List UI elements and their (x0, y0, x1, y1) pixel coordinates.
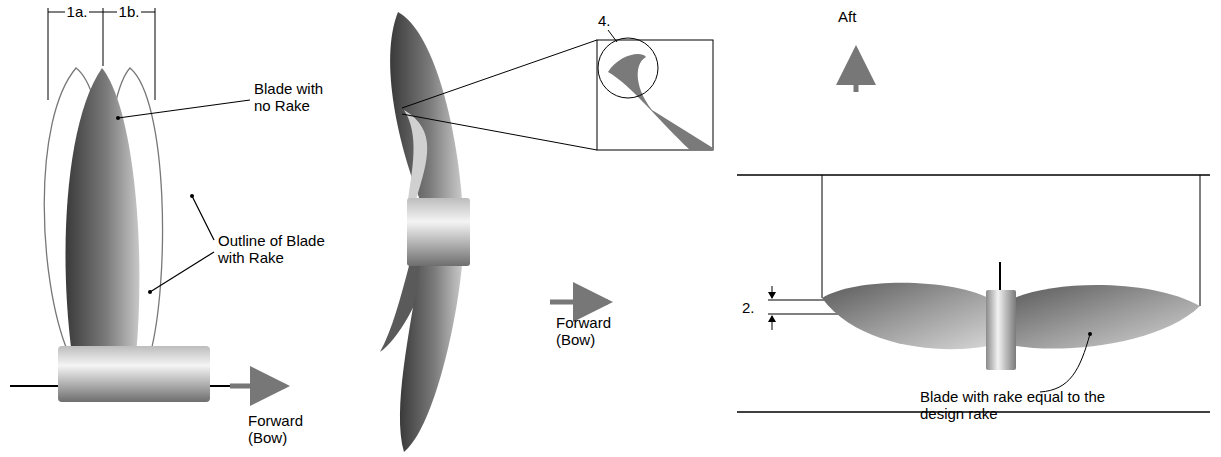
dimension-label: 1b. (109, 3, 149, 20)
text-patch: 2. (740, 299, 757, 316)
design-rake-figure (737, 50, 1210, 412)
dimension-label: 2. (740, 299, 764, 316)
part-label: Blade with rake equal to the design rake (920, 388, 1120, 422)
text-patch: 1a. (65, 3, 90, 20)
skewed-propeller-figure (380, 12, 713, 452)
text-patch: 1b. (117, 3, 142, 20)
direction-label: Aft (838, 8, 878, 25)
dimension-label: 1a. (57, 3, 97, 20)
callout-number: 4. (598, 12, 620, 29)
direction-label: Forward (Bow) (556, 314, 630, 348)
no-rake-figure (10, 8, 285, 402)
part-label: Blade with no Rake (254, 80, 338, 114)
part-label: Outline of Blade with Rake (218, 232, 340, 266)
direction-label: Forward (Bow) (248, 412, 322, 446)
